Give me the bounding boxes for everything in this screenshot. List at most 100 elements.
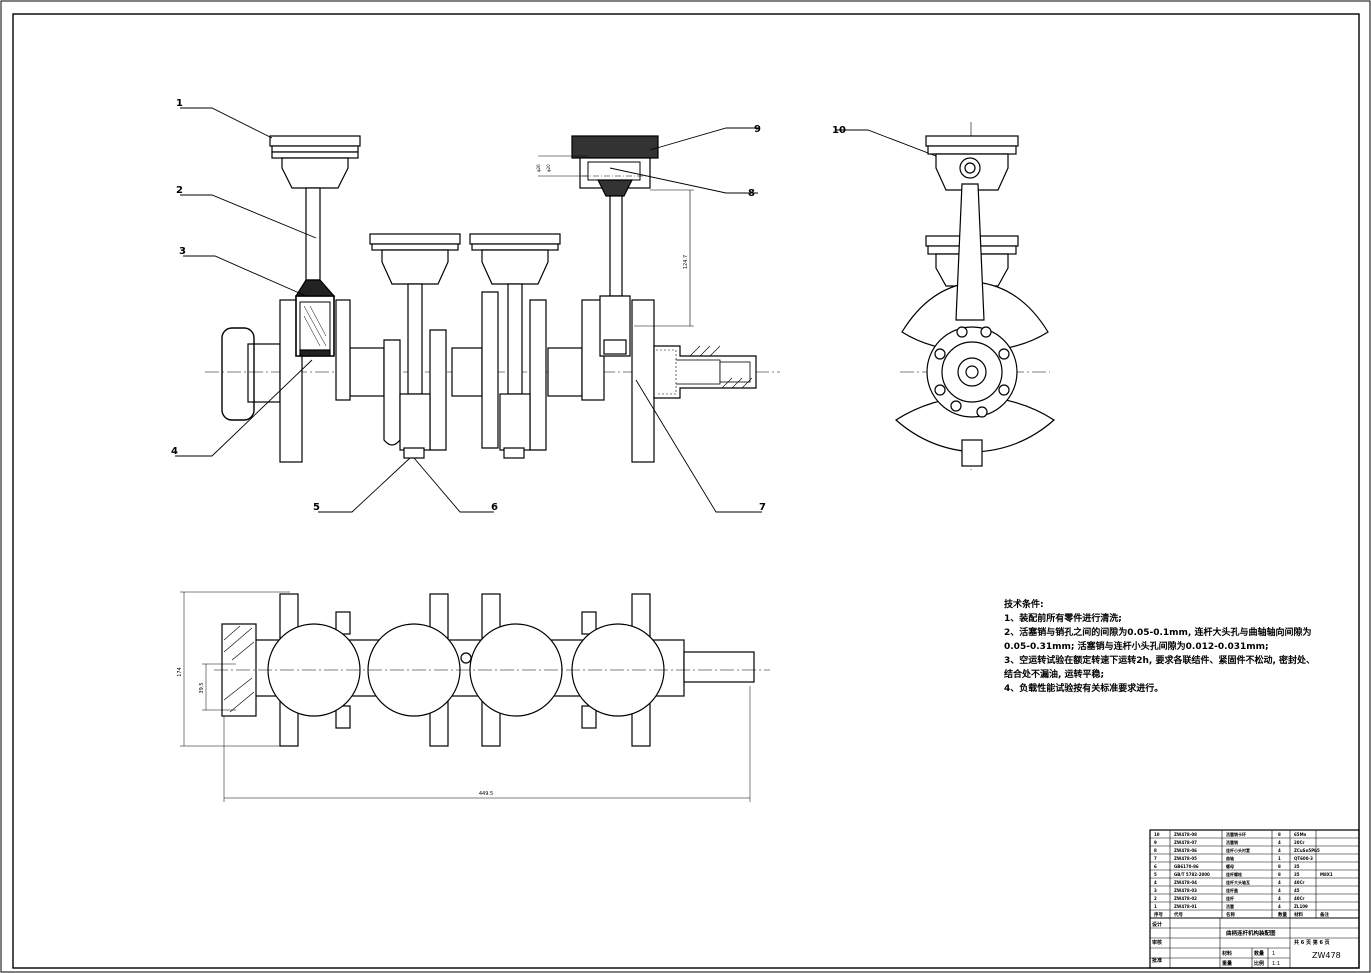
bom-cell-name: 螺母 — [1226, 863, 1234, 869]
dim-label-pin-2: φ20 — [546, 164, 551, 172]
bom-cell-material: 20Cr — [1294, 840, 1305, 845]
tb-weight-label: 重量 — [1222, 960, 1232, 967]
crank-journals — [349, 347, 583, 397]
dim-label-124-7: 124.7 — [683, 255, 689, 269]
bom-cell-no: 8 — [1154, 848, 1157, 853]
bom-cell-code: ZW478-05 — [1174, 856, 1197, 861]
bom-cell-material: 35 — [1294, 872, 1300, 877]
piston-cylinder-4 — [571, 135, 659, 357]
tb-approve: 批准 — [1152, 957, 1162, 964]
tech-line-5: 结合处不漏油, 运转平稳; — [1004, 670, 1105, 680]
bom-cell-name: 连杆 — [1226, 895, 1234, 901]
bom-cell-name: 活塞 — [1226, 903, 1235, 909]
bom-cell-code: ZW478-04 — [1174, 880, 1197, 885]
bom-header-cell: 名称 — [1226, 911, 1235, 918]
callout-1: 1 — [176, 98, 183, 109]
callout-4: 4 — [171, 446, 178, 457]
tb-drawing-title: 曲柄连杆机构装配图 — [1226, 929, 1276, 937]
top-view: 174 39.5 449.5 — [177, 591, 770, 802]
callout-9: 9 — [754, 124, 761, 135]
bom-cell-qty: 4 — [1278, 904, 1281, 909]
technical-requirements: 技术条件: 1、装配前所有零件进行清洗; 2、活塞销与销孔之间的间隙为0.05-… — [1004, 598, 1344, 696]
bom-cell-no: 9 — [1154, 840, 1157, 845]
bom-header-cell: 材料 — [1294, 911, 1303, 918]
bom-cell-no: 1 — [1154, 904, 1157, 909]
dim-label-449-5: 449.5 — [479, 791, 493, 797]
bom-cell-no: 3 — [1154, 888, 1157, 893]
bom-cell-code: ZW478-07 — [1174, 840, 1197, 845]
tech-line-4: 3、空运转试验在额定转速下运转2h, 要求各联结件、紧固件不松动, 密封处、 — [1004, 656, 1316, 666]
tb-design: 设计 — [1152, 921, 1162, 928]
bom-cell-no: 4 — [1154, 880, 1157, 885]
bom-cell-no: 10 — [1154, 832, 1160, 837]
bom-cell-material: ZCuSn5Pb5 — [1294, 848, 1320, 853]
dim-label-39-5: 39.5 — [199, 682, 205, 693]
bom-header-cell: 数量 — [1278, 911, 1287, 918]
dim-label-pin-1: φ26 — [536, 164, 541, 172]
bom-cell-name: 连杆盖 — [1226, 887, 1238, 893]
bom-cell-code: GB/T 5782-2000 — [1174, 872, 1210, 877]
bom-cell-code: ZW478-03 — [1174, 888, 1197, 893]
inner-border — [12, 13, 1360, 969]
callout-8: 8 — [748, 188, 755, 199]
bom-cell-no: 6 — [1154, 864, 1157, 869]
tb-scale-label: 比例 — [1254, 960, 1264, 967]
bom-cell-material: 45 — [1294, 888, 1300, 893]
tech-line-1: 1、装配前所有零件进行清洗; — [1004, 614, 1122, 624]
tech-line-2: 2、活塞销与销孔之间的间隙为0.05-0.1mm, 连杆大头孔与曲轴轴向间隙为 — [1004, 628, 1312, 638]
bom-cell-material: ZL109 — [1294, 904, 1308, 909]
bom-cell-qty: 8 — [1278, 872, 1281, 877]
callout-labels: 1 2 3 4 5 6 7 8 9 10 — [171, 98, 846, 513]
bom-cell-material: 65Mn — [1294, 832, 1307, 837]
tb-scale-value: 1:1 — [1272, 961, 1280, 967]
tb-qty-value: 1 — [1272, 951, 1275, 957]
callout-6: 6 — [491, 502, 498, 513]
flywheel-flange — [221, 327, 281, 421]
bom-cell-code: ZW478-08 — [1174, 832, 1197, 837]
callout-7: 7 — [759, 502, 766, 513]
bom-cell-qty: 4 — [1278, 880, 1281, 885]
leader-lines — [175, 107, 963, 513]
bom-cell-no: 7 — [1154, 856, 1157, 861]
bom-cell-code: ZW478-01 — [1174, 904, 1197, 909]
bom-cell-name: 连杆小头衬套 — [1226, 847, 1250, 853]
piston-cylinder-2 — [369, 233, 461, 459]
front-view: 124.7 φ26 φ20 1 2 3 4 5 6 — [171, 98, 963, 513]
callout-5: 5 — [313, 502, 320, 513]
side-view — [895, 122, 1055, 470]
bom-cell-name: 曲轴 — [1226, 855, 1234, 861]
callout-2: 2 — [176, 185, 183, 196]
tech-line-3: 0.05-0.31mm; 活塞销与连杆小头孔间隙为0.012-0.031mm; — [1004, 642, 1269, 652]
tb-drawing-code: ZW478 — [1312, 951, 1341, 960]
rear-shaft-hatch — [689, 345, 753, 389]
bom-cell-name: 活塞销卡环 — [1226, 831, 1246, 837]
tb-material-label: 材料 — [1222, 950, 1232, 957]
bom-cell-name: 活塞销 — [1226, 839, 1238, 845]
bom-cell-material: 40Cr — [1294, 880, 1305, 885]
bom-header-cell: 序号 — [1153, 911, 1163, 918]
tb-check: 审核 — [1152, 939, 1162, 946]
bom-header-cell: 备注 — [1319, 911, 1329, 918]
bom-cell-qty: 4 — [1278, 896, 1281, 901]
bom-cell-code: GB6170-86 — [1174, 864, 1199, 869]
dim-label-174: 174 — [177, 667, 183, 677]
tech-line-6: 4、负载性能试验按有关标准要求进行。 — [1004, 684, 1164, 694]
bom-cell-qty: 4 — [1278, 840, 1281, 845]
dimension-124-7: 124.7 — [634, 189, 694, 327]
callout-10: 10 — [832, 125, 846, 136]
callout-3: 3 — [179, 246, 186, 257]
tech-title: 技术条件: — [1004, 600, 1044, 610]
bom-cell-qty: 8 — [1278, 832, 1281, 837]
bom-cell-name: 连杆大头轴瓦 — [1226, 879, 1250, 885]
bom-cell-qty: 1 — [1278, 856, 1281, 861]
bom-cell-code: ZW478-06 — [1174, 848, 1197, 853]
bom-cell-name: 连杆螺栓 — [1226, 871, 1242, 877]
bom-cell-no: 2 — [1154, 896, 1157, 901]
bom-cell-material: 40Cr — [1294, 896, 1305, 901]
tb-sheet-info: 共 6 页 第 6 页 — [1294, 939, 1330, 946]
piston-cylinder-1 — [269, 135, 361, 357]
bom-cell-code: ZW478-02 — [1174, 896, 1197, 901]
bom-cell-qty: 4 — [1278, 888, 1281, 893]
